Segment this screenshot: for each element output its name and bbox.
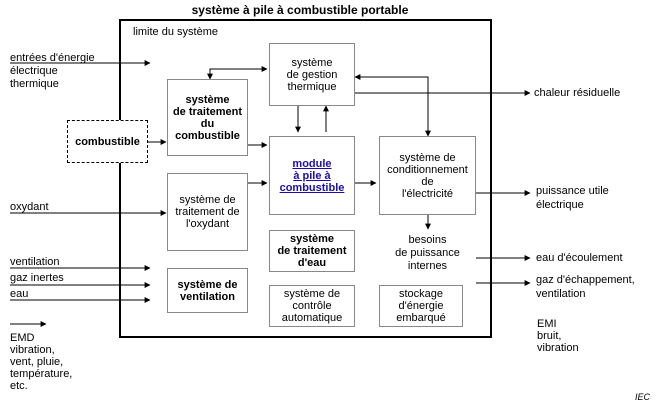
internal-power-label: besoins de puissance internes bbox=[395, 234, 460, 272]
onboard-storage-label: stockage d'énergie embarqué bbox=[396, 288, 446, 324]
emi-label: EMI bruit, vibration bbox=[537, 318, 579, 354]
boundary-label: limite du système bbox=[133, 26, 218, 38]
oxidant-label: oxydant bbox=[10, 201, 49, 213]
automatic-control-box: système de contrôle automatique bbox=[269, 285, 355, 327]
power-conditioning-box: système de conditionnement de l'électric… bbox=[379, 136, 476, 215]
inert-gases-label: gaz inertes bbox=[10, 272, 64, 284]
onboard-storage-box: stockage d'énergie embarqué bbox=[379, 285, 463, 327]
ventilation-system-label: système de ventilation bbox=[177, 278, 238, 303]
energy-input-label: entrées d'énergie électrique thermique bbox=[10, 52, 95, 90]
oxidant-processing-box: système de traitement de l'oxydant bbox=[167, 173, 248, 251]
automatic-control-label: système de contrôle automatique bbox=[281, 288, 343, 324]
water-treatment-box: système de traitement d'eau bbox=[269, 230, 355, 272]
fuel-cell-module-link[interactable]: module à pile à combustible bbox=[279, 157, 345, 194]
water-treatment-label: système de traitement d'eau bbox=[277, 233, 347, 269]
ventilation-label: ventilation bbox=[10, 256, 60, 268]
thermal-management-box: système de gestion thermique bbox=[269, 43, 355, 106]
usable-power-label: puissance utile électrique bbox=[536, 185, 609, 211]
fuel-cell-module-box: module à pile à combustible bbox=[269, 136, 355, 215]
fuel-input-label: combustible bbox=[75, 135, 140, 148]
discharge-water-label: eau d'écoulement bbox=[536, 252, 623, 264]
power-conditioning-label: système de conditionnement de l'électric… bbox=[387, 151, 468, 200]
thermal-conditioning-link bbox=[354, 74, 431, 137]
fuel-processing-label: système de traitement du combustible bbox=[172, 93, 243, 142]
exhaust-label: gaz d'échappement, ventilation bbox=[536, 274, 635, 300]
waste-heat-label: chaleur résiduelle bbox=[534, 87, 621, 99]
fuel-thermal-link bbox=[207, 66, 268, 80]
water-label: eau bbox=[10, 288, 29, 300]
thermal-management-label: système de gestion thermique bbox=[286, 56, 338, 93]
fuel-input-box: combustible bbox=[67, 120, 148, 163]
oxidant-processing-label: système de traitement de l'oxydant bbox=[175, 194, 240, 230]
ventilation-system-box: système de ventilation bbox=[167, 268, 248, 313]
emd-label: EMD vibration, vent, pluie, température,… bbox=[10, 332, 73, 392]
system-boundary bbox=[119, 19, 492, 338]
iec-mark: IEC bbox=[634, 392, 650, 402]
fuel-processing-box: système de traitement du combustible bbox=[167, 79, 248, 156]
diagram-title: système à pile à combustible portable bbox=[191, 3, 409, 17]
